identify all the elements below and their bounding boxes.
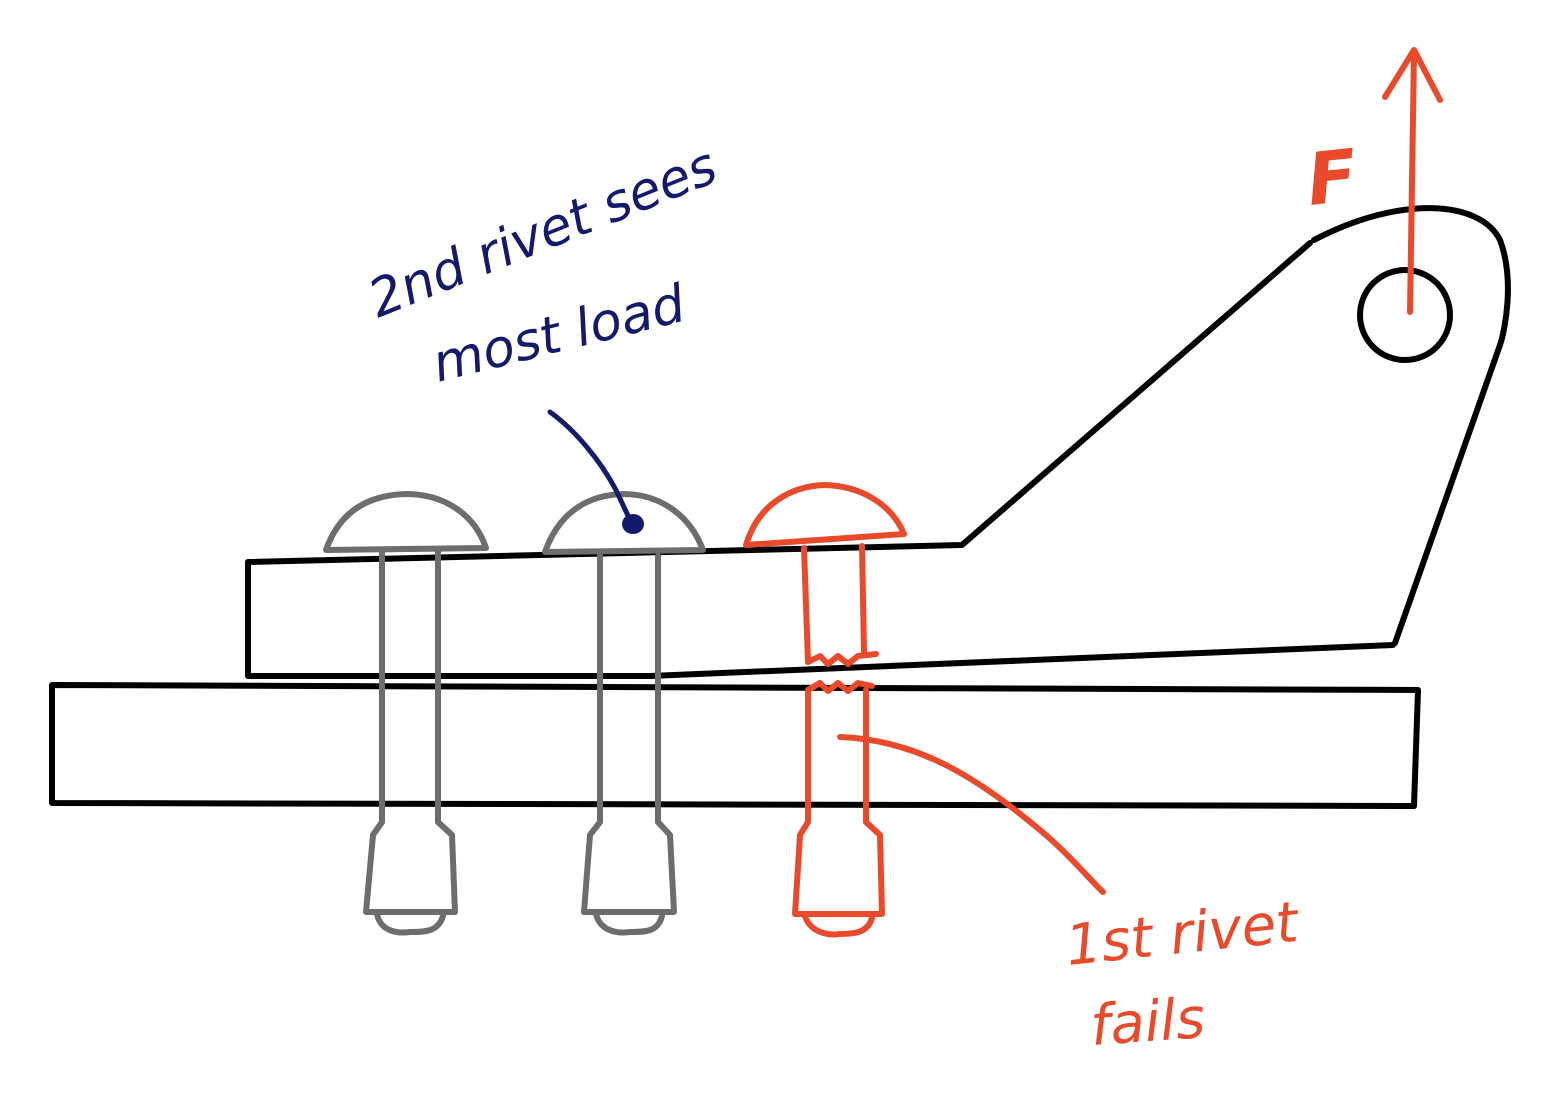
rivet-middle bbox=[542, 491, 706, 936]
base-plate bbox=[49, 682, 1421, 809]
first-rivet-leader bbox=[837, 734, 1106, 895]
rivet-failed bbox=[743, 482, 907, 938]
force-arrow bbox=[1382, 47, 1443, 315]
rivet-left bbox=[323, 491, 489, 936]
force-label: F bbox=[1303, 133, 1361, 222]
lug-hole bbox=[1357, 267, 1453, 363]
bracket-plate bbox=[245, 205, 1511, 679]
second-rivet-leader bbox=[547, 409, 633, 523]
first-rivet-note-line2: fails bbox=[1088, 986, 1207, 1059]
first-rivet-note-line1: 1st rivet bbox=[1063, 890, 1303, 979]
second-rivet-dot bbox=[622, 514, 644, 534]
